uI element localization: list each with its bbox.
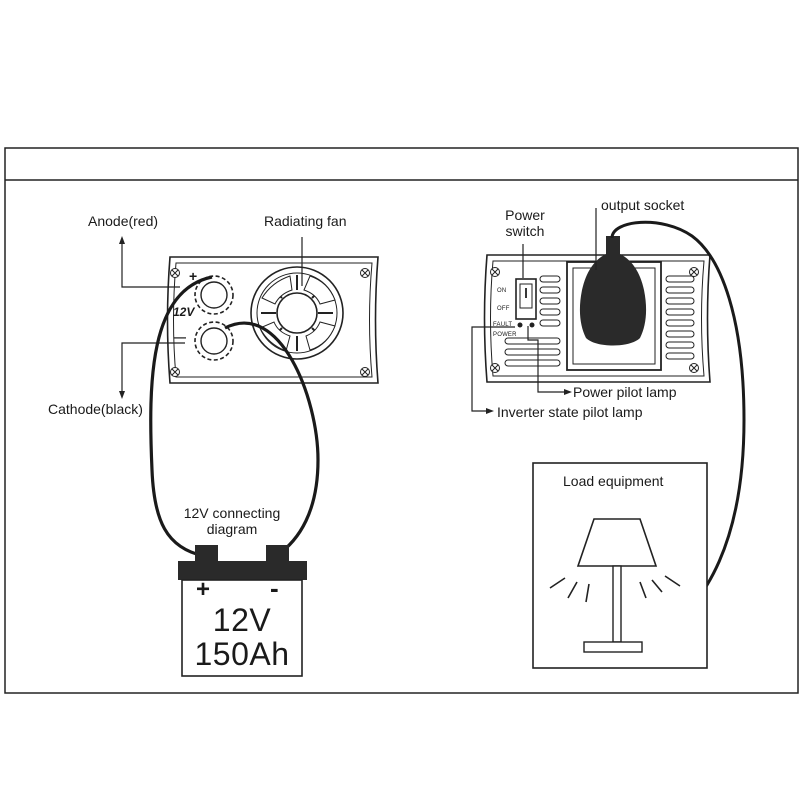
screw-icon xyxy=(170,367,180,377)
power-switch-label: Power switch xyxy=(495,207,555,239)
outer-frame xyxy=(4,147,799,694)
vent-slots-right xyxy=(665,275,695,360)
power-led-icon xyxy=(529,322,535,328)
power-switch-icon xyxy=(515,278,537,320)
arrow-icon xyxy=(119,236,125,244)
voltage-marking: 12V xyxy=(173,305,195,319)
positive-terminal-icon xyxy=(194,275,234,315)
negative-cable xyxy=(224,321,320,558)
minus-marking: — xyxy=(174,330,186,344)
load-cable xyxy=(610,220,746,646)
load-equipment-label: Load equipment xyxy=(563,473,664,489)
negative-terminal-icon xyxy=(194,321,234,361)
screw-icon xyxy=(689,363,699,373)
anode-label: Anode(red) xyxy=(88,213,159,229)
radiating-fan-label: Radiating fan xyxy=(264,213,347,229)
connecting-label-line1: 12V connecting xyxy=(183,505,281,521)
switch-on-label: ON xyxy=(497,288,507,294)
screw-icon xyxy=(360,367,370,377)
radiating-fan-icon xyxy=(250,266,344,360)
arrow-icon xyxy=(119,391,125,399)
battery-capacity-label: 150Ah xyxy=(194,636,290,672)
power-switch-label-line2: switch xyxy=(505,223,545,239)
battery-voltage-label: 12V xyxy=(212,602,272,638)
battery-plus-label: + xyxy=(196,576,211,603)
screw-icon xyxy=(170,268,180,278)
inverter-state-pilot-lamp-label: Inverter state pilot lamp xyxy=(497,404,643,420)
lamp-icon xyxy=(549,518,681,653)
inverter-front-panel xyxy=(483,236,711,383)
battery-minus-label: - xyxy=(270,573,279,603)
cathode-label: Cathode(black) xyxy=(48,401,143,417)
cathode-leader-line xyxy=(121,342,185,393)
switch-off-label: OFF xyxy=(497,306,510,312)
screw-icon xyxy=(490,363,500,373)
inverter-state-leader-line xyxy=(471,326,515,412)
positive-cable xyxy=(149,275,213,558)
anode-leader-line xyxy=(121,242,180,288)
fault-led-label: FAULT xyxy=(493,322,513,328)
screw-icon xyxy=(360,268,370,278)
screw-icon xyxy=(689,267,699,277)
inverter-back-panel xyxy=(166,256,379,384)
power-pilot-lamp-label: Power pilot lamp xyxy=(573,384,677,400)
power-pilot-leader-line xyxy=(527,326,566,393)
plug-icon xyxy=(579,236,647,346)
screw-icon xyxy=(490,267,500,277)
plus-marking: + xyxy=(189,268,198,284)
fault-led-icon xyxy=(517,322,523,328)
power-switch-label-line1: Power xyxy=(505,207,545,223)
arrow-icon xyxy=(564,389,572,395)
output-socket-label: output socket xyxy=(601,197,685,213)
arrow-icon xyxy=(486,408,494,414)
power-led-label: POWER xyxy=(493,332,517,338)
battery-icon xyxy=(178,545,307,677)
connecting-diagram-label: 12V connecting diagram xyxy=(180,505,284,537)
vent-slots-left xyxy=(504,275,561,367)
connecting-label-line2: diagram xyxy=(206,521,258,537)
